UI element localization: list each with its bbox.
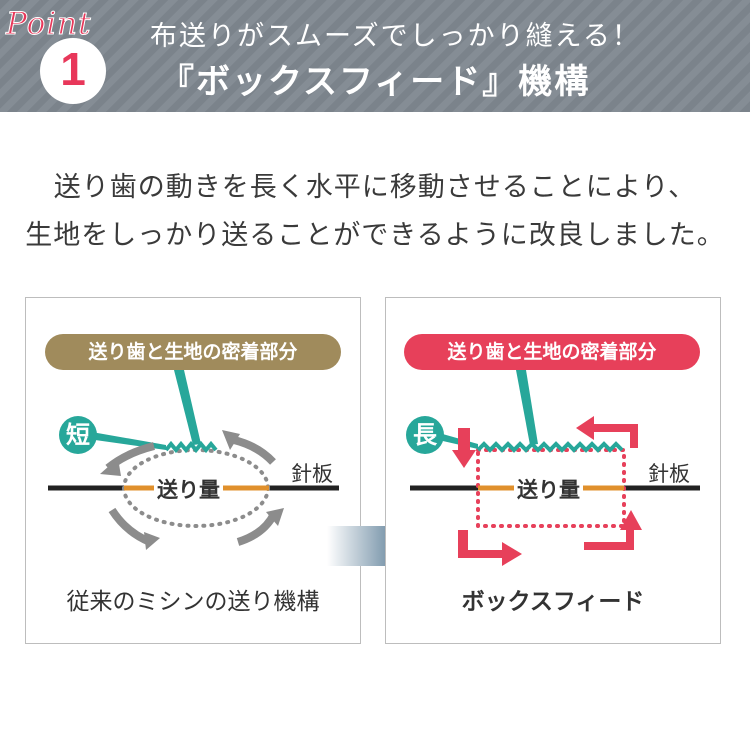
point-badge: Point 1 xyxy=(4,6,114,106)
arrow-top-right xyxy=(232,436,276,465)
long-badge: 長 xyxy=(406,416,444,454)
header-title: 『ボックスフィード』機構 xyxy=(160,62,591,102)
feed-teeth xyxy=(164,440,218,454)
box-feed-caption: ボックスフィード xyxy=(461,589,645,615)
needle-plate-label: 針板 xyxy=(291,462,333,486)
description-line-2: 生地をしっかり送ることができるように改良しました。 xyxy=(25,220,725,251)
pointer-line xyxy=(174,370,201,445)
box-feed-panel: 送り歯と生地の密着部分 長 送り量 針板 ボックスフィード xyxy=(385,297,721,644)
feed-amount-label: 送り量 xyxy=(514,474,583,504)
short-badge: 短 xyxy=(59,416,97,454)
arrow-bottom-left xyxy=(108,507,152,546)
arrow-top-right xyxy=(576,416,638,448)
needle-plate-label: 針板 xyxy=(648,462,690,486)
box-feed-diagram xyxy=(410,370,700,566)
header-subtitle: 布送りがスムーズでしっかり縫える！ xyxy=(150,21,641,52)
point-word: Point xyxy=(6,6,92,43)
header-banner: Point 1 布送りがスムーズでしっかり縫える！ 『ボックスフィード』機構 xyxy=(0,0,750,112)
description-line-1: 送り歯の動きを長く水平に移動させることにより、 xyxy=(53,172,697,203)
contact-area-pill: 送り歯と生地の密着部分 xyxy=(404,334,700,370)
feed-amount-label: 送り量 xyxy=(154,474,223,504)
point-number: 1 xyxy=(60,43,86,95)
conventional-caption: 従来のミシンの送り機構 xyxy=(66,589,320,615)
feed-teeth xyxy=(476,441,624,453)
contact-area-pill: 送り歯と生地の密着部分 xyxy=(45,334,341,370)
pointer-line xyxy=(516,370,538,445)
arrow-left-down xyxy=(452,428,476,468)
point-circle xyxy=(40,38,106,104)
arrow-right-up xyxy=(584,510,642,550)
arrow-bottom-left xyxy=(458,530,522,566)
conventional-feed-panel: 送り歯と生地の密着部分 短 送り量 針板 従来のミシンの送り機構 xyxy=(25,297,361,644)
